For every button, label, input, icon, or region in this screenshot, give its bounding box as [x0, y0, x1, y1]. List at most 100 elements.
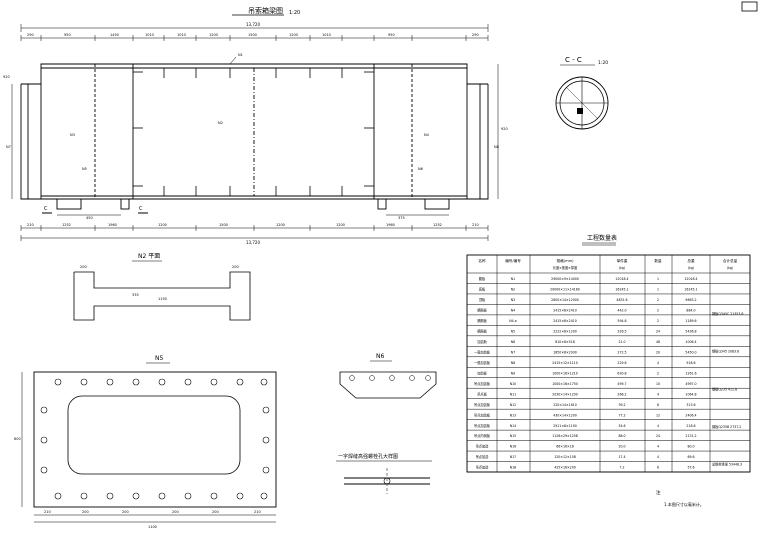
table-cell: 88.0: [618, 434, 625, 438]
table-cell: 57.6: [687, 466, 694, 470]
table-cell: 39.2: [618, 403, 625, 407]
table-cell: 12: [656, 413, 660, 417]
table-cell: 2415×12×1110: [552, 361, 578, 365]
table-cell: 一般加劲板: [474, 349, 491, 354]
n2-dim-1: 200: [80, 265, 87, 269]
table-cell: 16245.1: [684, 288, 697, 292]
bottom-dim-5: 1500: [219, 223, 228, 227]
table-cell: 12018.4: [684, 277, 697, 281]
elevation-view: 吊索箱梁图 1:20 13,720 290 950: [3, 6, 508, 245]
table-cell: 顶板: [479, 297, 486, 302]
table-cell: 吊点加劲板: [474, 423, 491, 428]
bottom-dim-4: 1200: [158, 223, 167, 227]
table-cell: N7: [511, 350, 515, 354]
table-header-cell: 合计总量: [723, 258, 738, 263]
table-cell: N10: [510, 382, 516, 386]
table-cell: 5436.8: [685, 329, 696, 333]
n5-bdim-5: 200: [212, 510, 219, 514]
table-cell: 1006.4: [685, 340, 696, 344]
table-cell: 2: [657, 309, 659, 313]
table-cell: 630.8: [617, 371, 626, 375]
table-title: 工程数量表: [587, 234, 617, 242]
mark-n4: N4: [424, 133, 430, 137]
n5-bdim-6: 210: [254, 510, 261, 514]
table-cell: 24: [656, 329, 660, 333]
weld-title: 一字焊缝高强螺栓孔大样图: [338, 453, 398, 460]
quantity-table: 工程数量表 名称编号/编号规格(mm)单件重数量总重合计总量长度×宽度×厚度(k…: [466, 234, 751, 473]
table-cell: 加劲肋: [477, 339, 487, 344]
table-cell: 594.8: [617, 319, 626, 323]
top-total-dim: 13,720: [246, 22, 260, 27]
n5-title: N5: [155, 355, 163, 362]
table-cell: 吊点加劲: [476, 444, 489, 449]
table-cell: 2800×14×12000: [551, 298, 579, 302]
mark-n2: N2: [218, 121, 223, 125]
n5-bdim-2: 200: [82, 510, 89, 514]
table-cell: 横隔板: [477, 318, 487, 323]
table-summary-line: 总钢材重量 53448.3: [712, 462, 742, 467]
top-dim-2: 950: [64, 33, 71, 37]
table-cell: 80.0: [687, 445, 694, 449]
table-cell: N14: [510, 424, 516, 428]
n5-height: 600: [14, 437, 21, 441]
n2-dim-4: 335: [132, 293, 139, 297]
top-dim-10: 950: [388, 33, 395, 37]
table-summary-line: 钢板Q345C 21353.8: [712, 311, 743, 316]
stiffeners: [133, 68, 374, 196]
n5-holes: [40, 378, 270, 500]
table-cell: 吊点加劲: [476, 465, 489, 470]
table-cell: 吊点加劲板: [474, 412, 491, 417]
section-cc-title: C - C: [565, 56, 582, 64]
table-cell: 4: [657, 445, 659, 449]
table-cell: N6: [511, 340, 515, 344]
section-cc: C - C 1:20: [555, 56, 609, 130]
table-cell: 底板: [479, 287, 486, 292]
right-height-dim: 920: [501, 127, 508, 131]
mark-n3: N3: [70, 133, 75, 137]
table-cell: 313.6: [686, 403, 695, 407]
left-height-dim: 920: [3, 75, 10, 79]
bottom-dim-8: 1960: [386, 223, 395, 227]
table-cell: 腹板: [479, 276, 486, 281]
table-cell: 2: [657, 371, 659, 375]
section-c-left: C: [44, 206, 48, 212]
table-cell: 918.6: [686, 361, 695, 365]
table-cell: 326.5: [617, 329, 626, 333]
table-cell: 266.2: [617, 392, 626, 396]
sub-dim-b: 375: [398, 216, 405, 220]
elevation-scale: 1:20: [289, 10, 300, 16]
note-text: 1.本图尺寸以毫米计。: [664, 501, 704, 507]
table-cell: 4831.6: [616, 298, 627, 302]
table-subheader-cell: 长度×宽度×厚度: [553, 265, 578, 270]
notes: 注 1.本图尺寸以毫米计。: [656, 489, 704, 507]
n2-dim-3: 1150: [158, 297, 167, 301]
section-c-right: C: [139, 206, 143, 212]
table-cell: 2: [657, 298, 659, 302]
n5-width: 1100: [148, 525, 157, 529]
table-cell: 229.6: [617, 361, 626, 365]
table-header-cell: 总重: [687, 258, 695, 263]
bottom-total-dim: 13,720: [246, 240, 260, 245]
n6-title: N6: [376, 353, 384, 360]
table-cell: 2222×8×1200: [553, 329, 577, 333]
table-header-cell: 单件重: [617, 258, 628, 263]
table-cell: 8: [657, 466, 659, 470]
mark-n7: N7: [6, 145, 11, 149]
table-cell: 1: [657, 288, 659, 292]
table-cell: 1126×29×1258: [552, 434, 578, 438]
bottom-dim-9: 1252: [433, 223, 442, 227]
table-header-cell: 编号/编号: [505, 258, 521, 263]
table-cell: 4: [657, 455, 659, 459]
weld-detail: 一字焊缝高强螺栓孔大样图: [336, 453, 432, 494]
top-dim-6: 1200: [209, 33, 218, 37]
table-subheader-cell: (kg): [688, 266, 694, 270]
table-cell: 吊点板: [477, 391, 487, 396]
table-cell: 29000×11×14160: [550, 288, 580, 292]
table-cell: 54.6: [618, 424, 625, 428]
table-cell: N1: [511, 277, 515, 281]
table-cell: N16: [510, 445, 516, 449]
table-cell: 1000×16×1210: [552, 371, 578, 375]
top-dim-4: 1010: [145, 33, 154, 37]
table-cell: 一般加劲板: [474, 360, 491, 365]
table-cell: 10: [656, 382, 660, 386]
